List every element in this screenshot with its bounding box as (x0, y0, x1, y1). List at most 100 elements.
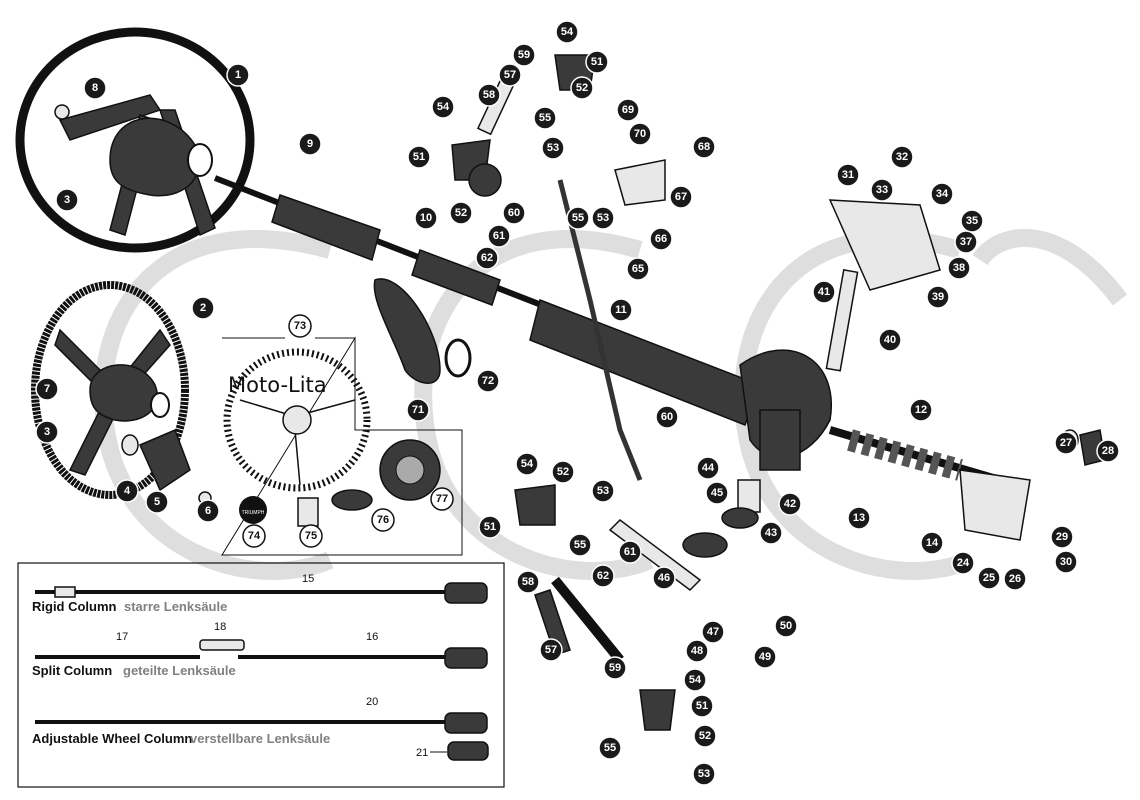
callout-52: 52 (449, 201, 473, 225)
callout-58: 58 (477, 83, 501, 107)
callout-circle (35, 377, 59, 401)
callout-15: 15 (302, 573, 314, 585)
callout-65: 65 (626, 257, 650, 281)
callout-34: 34 (930, 182, 954, 206)
callout-number: 7 (44, 383, 50, 395)
callout-number: 40 (884, 334, 896, 346)
callout-69: 69 (616, 98, 640, 122)
callout-51: 51 (478, 515, 502, 539)
callout-circle (288, 314, 312, 338)
callout-number: 74 (248, 530, 261, 542)
rigid-column-variant: 15 Rigid Column starre Lenksäule (32, 573, 488, 614)
callout-circle (878, 328, 902, 352)
callout-number: 51 (696, 700, 708, 712)
callout-circle (930, 182, 954, 206)
callout-number: 65 (632, 263, 644, 275)
callout-number: 32 (896, 151, 908, 163)
callout-66: 66 (649, 227, 673, 251)
callout-59: 59 (512, 43, 536, 67)
callout-number: 47 (707, 626, 719, 638)
callout-67: 67 (669, 185, 693, 209)
callout-number: 67 (675, 191, 687, 203)
callout-52: 52 (693, 724, 717, 748)
callout-circle (591, 479, 615, 503)
callout-number: 26 (1009, 573, 1021, 585)
callout-number: 13 (853, 512, 865, 524)
callout-62: 62 (591, 564, 615, 588)
callout-circle (83, 76, 107, 100)
callout-number: 54 (689, 674, 702, 686)
callout-59: 59 (603, 656, 627, 680)
callout-27: 27 (1054, 431, 1078, 455)
callout-number: 48 (691, 645, 703, 657)
callout-number: 10 (420, 212, 432, 224)
callout-circle (652, 566, 676, 590)
callout-68: 68 (692, 135, 716, 159)
callout-28: 28 (1096, 439, 1120, 463)
callout-14: 14 (920, 531, 944, 555)
callout-circle (692, 135, 716, 159)
callout-number: 11 (615, 304, 627, 316)
callout-number: 54 (437, 101, 450, 113)
callout-52: 52 (570, 76, 594, 100)
callout-21: 21 (416, 747, 428, 759)
steering-wheel-2 (31, 281, 212, 505)
callout-number: 55 (604, 742, 616, 754)
callout-11: 11 (609, 298, 633, 322)
callout-number: 42 (784, 498, 796, 510)
callout-circle (609, 298, 633, 322)
callout-circle (476, 369, 500, 393)
callout-circle (431, 95, 455, 119)
callout-number: 8 (92, 82, 98, 94)
callout-16: 16 (366, 631, 378, 643)
callout-circle (516, 570, 540, 594)
callout-75: 75 (299, 524, 323, 548)
steering-wheel-1 (15, 27, 255, 253)
callout-circle (430, 487, 454, 511)
callout-circle (1096, 439, 1120, 463)
callout-number: 4 (124, 485, 131, 497)
callout-60: 60 (655, 405, 679, 429)
callout-number: 37 (960, 236, 972, 248)
callout-circle (226, 63, 250, 87)
callout-number: 3 (64, 194, 70, 206)
callout-32: 32 (890, 145, 914, 169)
callout-number: 41 (818, 286, 830, 298)
brand-label: Moto-Lita (228, 373, 327, 397)
callout-circle (487, 224, 511, 248)
callout-54: 54 (555, 20, 579, 44)
callout-3: 3 (35, 420, 59, 444)
callout-circle (35, 420, 59, 444)
callout-18: 18 (214, 621, 226, 633)
callout-54: 54 (515, 452, 539, 476)
callout-number: 12 (915, 404, 927, 416)
callout-circle (414, 206, 438, 230)
callout-55: 55 (598, 736, 622, 760)
callout-circle (570, 76, 594, 100)
callout-45: 45 (705, 481, 729, 505)
callout-number: 51 (591, 56, 603, 68)
callout-number: 29 (1056, 531, 1068, 543)
callout-number: 62 (597, 570, 609, 582)
callout-circle (812, 280, 836, 304)
callout-number: 9 (307, 138, 313, 150)
callout-circle (196, 499, 220, 523)
callout-48: 48 (685, 639, 709, 663)
callout-circle (759, 521, 783, 545)
callout-20: 20 (366, 696, 378, 708)
callout-circle (55, 188, 79, 212)
callout-circle (696, 456, 720, 480)
callout-70: 70 (628, 122, 652, 146)
callout-circle (591, 564, 615, 588)
callout-1: 1 (226, 63, 250, 87)
callout-38: 38 (947, 256, 971, 280)
callout-55: 55 (533, 106, 557, 130)
callout-number: 57 (545, 644, 557, 656)
callout-circle (616, 98, 640, 122)
callout-3: 3 (55, 188, 79, 212)
callout-circle (977, 566, 1001, 590)
callout-41: 41 (812, 280, 836, 304)
callout-10: 10 (414, 206, 438, 230)
callout-57: 57 (498, 63, 522, 87)
